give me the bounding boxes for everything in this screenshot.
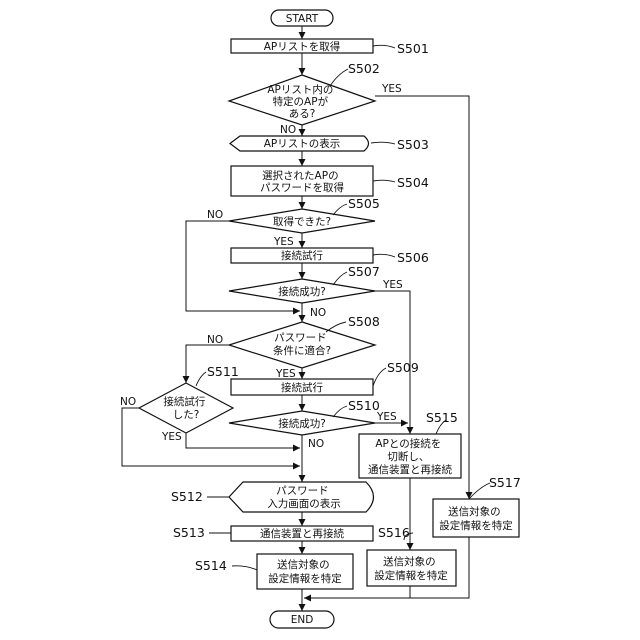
s505-step-label: S505 [348, 196, 380, 211]
s512-text: パスワード 入力画面の表示 [267, 485, 341, 510]
s504-step-label: S504 [397, 175, 429, 190]
s513-text: 通信装置と再接続 [260, 527, 344, 540]
s504-leader [373, 180, 395, 182]
s508-step-label: S508 [348, 314, 380, 329]
s504-text: 選択されたAPの パスワードを取得 [260, 169, 344, 194]
s516-step-label: S516 [378, 525, 410, 540]
s511-step-label: S511 [207, 364, 239, 379]
s502-yes-label: YES [381, 83, 402, 95]
edge-s511-yes [186, 433, 300, 448]
s510-text: 接続成功? [278, 417, 326, 430]
s515-step-label: S515 [426, 410, 458, 425]
s501-leader [373, 45, 395, 48]
s507-leader [333, 272, 347, 285]
s508-yes-label: YES [275, 368, 296, 380]
s506-step-label: S506 [397, 250, 429, 265]
s501-step-label: S501 [397, 41, 429, 56]
s511-leader [196, 372, 206, 386]
s509-leader [373, 368, 386, 386]
s505-text: 取得できた? [273, 216, 331, 228]
s517-step-label: S517 [489, 475, 521, 490]
s510-yes-label: YES [376, 411, 397, 423]
s506-leader [373, 254, 395, 257]
s502-no-label: NO [280, 124, 296, 136]
s508-text: パスワード 条件に適合? [273, 332, 331, 357]
s501-text: APリストを取得 [264, 41, 341, 53]
s510-step-label: S510 [348, 398, 380, 413]
s506-text: 接続試行 [281, 249, 323, 262]
s511-no-label: NO [120, 396, 136, 408]
s517-leader [469, 483, 490, 499]
s505-leader [333, 204, 347, 215]
s509-text: 接続試行 [281, 381, 323, 394]
s507-yes-label: YES [382, 279, 403, 291]
s508-no-label: NO [207, 334, 223, 346]
s507-text: 接続成功? [278, 285, 326, 298]
s512-step-label: S512 [171, 489, 203, 504]
s507-step-label: S507 [348, 264, 380, 279]
s513-step-label: S513 [173, 525, 205, 540]
s514-step-label: S514 [195, 558, 227, 573]
s510-leader [333, 406, 347, 417]
s503-leader [371, 142, 395, 144]
s510-no-label: NO [308, 438, 324, 450]
s505-no-label: NO [207, 209, 223, 221]
s505-yes-label: YES [273, 236, 294, 248]
start-label: START [286, 13, 319, 25]
s509-step-label: S509 [387, 360, 419, 375]
s511-yes-label: YES [161, 431, 182, 443]
end-label: END [291, 614, 314, 626]
s502-step-label: S502 [348, 61, 380, 76]
s507-no-label: NO [310, 307, 326, 319]
s503-step-label: S503 [397, 137, 429, 152]
s503-text: APリストの表示 [264, 137, 341, 150]
s514-leader [232, 566, 257, 570]
s511-decision [139, 383, 233, 433]
